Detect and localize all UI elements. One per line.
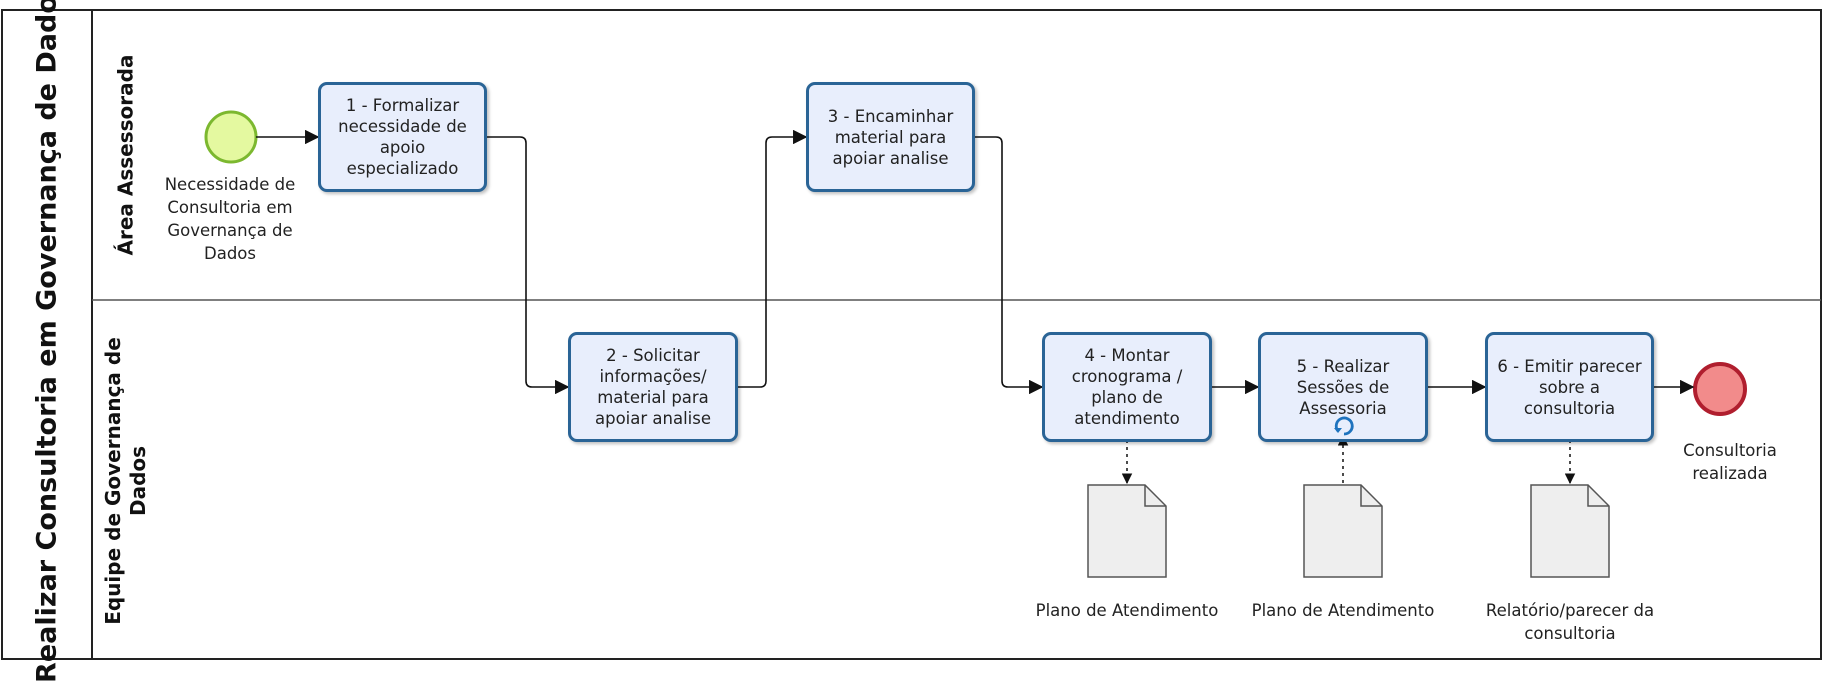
task-2-solicitar[interactable]: 2 - Solicitar informações/ material para… [568, 332, 738, 442]
task-label: 6 - Emitir parecer sobre a consultoria [1497, 356, 1642, 418]
lane-title-equipe-governanca: Equipe de Governança de Dados [92, 300, 160, 661]
document-label-text: Plano de Atendimento [1035, 601, 1219, 620]
flow-task3-to-task4 [975, 136, 1044, 395]
document-icon-1 [1087, 484, 1167, 578]
start-event-label: Necessidade de Consultoria em Governança… [155, 173, 305, 265]
document-label-2: Plano de Atendimento [1233, 599, 1453, 622]
end-event[interactable] [1693, 362, 1747, 416]
task-6-emitir-parecer[interactable]: 6 - Emitir parecer sobre a consultoria [1485, 332, 1654, 442]
pool-title-text: Realizar Consultoria em Governança de Da… [31, 0, 63, 682]
task-1-formalizar[interactable]: 1 - Formalizar necessidade de apoio espe… [318, 82, 487, 192]
task-5-realizar-sessoes[interactable]: 5 - Realizar Sessões de Assessoria [1258, 332, 1428, 442]
start-event-label-text: Necessidade de Consultoria em Governança… [164, 175, 296, 263]
task-label: 1 - Formalizar necessidade de apoio espe… [338, 96, 467, 178]
task-label: 3 - Encaminhar material para apoiar anal… [827, 106, 954, 168]
end-event-label: Consultoria realizada [1680, 439, 1780, 485]
lane-title-text: Equipe de Governança de Dados [101, 336, 150, 625]
document-icon-2 [1303, 484, 1383, 578]
pool-frame [1, 9, 1822, 660]
document-label-1: Plano de Atendimento [1017, 599, 1237, 622]
lane-title-text: Área Assessorada [113, 54, 138, 256]
task-4-montar-cronograma[interactable]: 4 - Montar cronograma / plano de atendim… [1042, 332, 1212, 442]
document-label-text: Relatório/parecer da consultoria [1485, 601, 1655, 643]
sequence-flows [256, 129, 1695, 395]
end-event-label-text: Consultoria realizada [1683, 441, 1777, 483]
task-3-encaminhar[interactable]: 3 - Encaminhar material para apoiar anal… [806, 82, 975, 192]
document-label-text: Plano de Atendimento [1251, 601, 1435, 620]
flow-task2-to-task3 [738, 129, 808, 388]
start-event[interactable] [204, 110, 258, 164]
document-icons [1087, 484, 1610, 578]
loop-icon [1334, 416, 1354, 436]
pool-title: Realizar Consultoria em Governança de Da… [2, 0, 92, 682]
task-label: 5 - Realizar Sessões de Assessoria [1296, 356, 1390, 418]
document-icon-3 [1530, 484, 1610, 578]
task-label: 2 - Solicitar informações/ material para… [595, 346, 711, 428]
task-label: 4 - Montar cronograma / plano de atendim… [1071, 346, 1183, 428]
process-diagram [1, 9, 1822, 660]
lane-title-area-assessorada: Área Assessorada [92, 10, 160, 300]
document-label-3: Relatório/parecer da consultoria [1480, 599, 1660, 645]
flow-task1-to-task2 [487, 136, 570, 395]
